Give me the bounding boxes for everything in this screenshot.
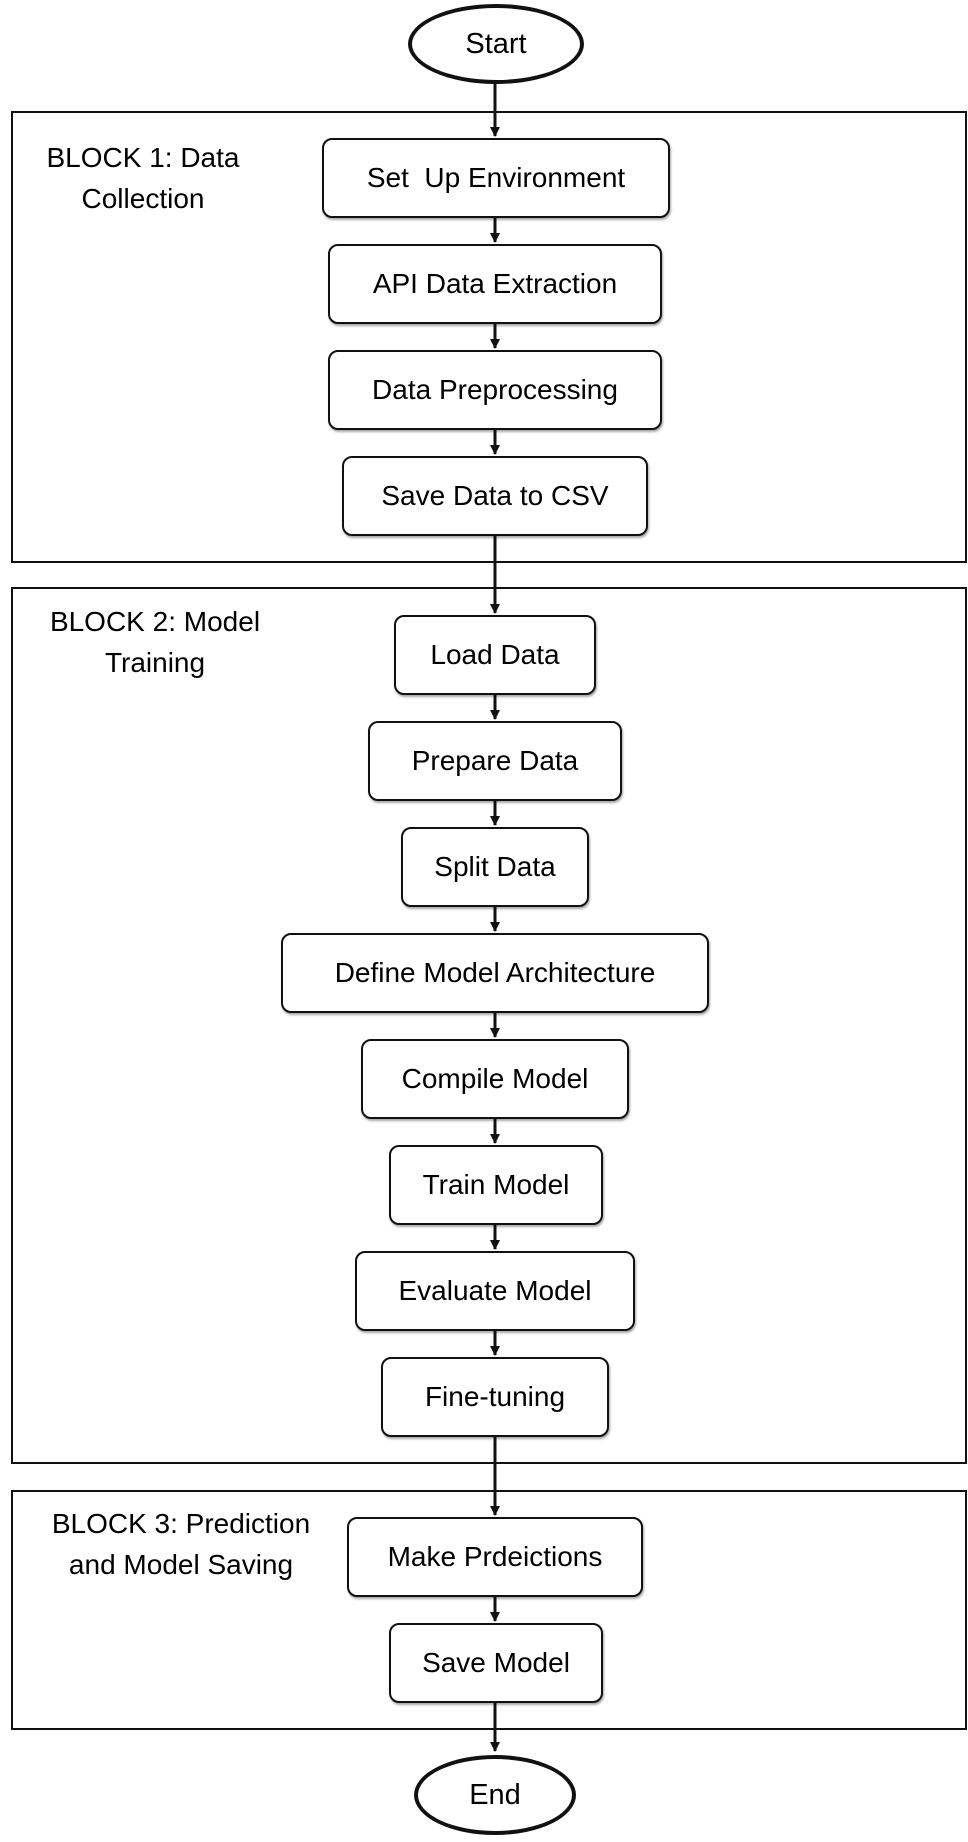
step-train-model: Train Model bbox=[389, 1145, 603, 1225]
step-label: Save Model bbox=[422, 1647, 570, 1678]
step-label: API Data Extraction bbox=[372, 268, 618, 299]
step-label: Compile Model bbox=[401, 1063, 589, 1094]
end-terminal: End bbox=[414, 1755, 576, 1835]
step-make-predictions: Make Prdeictions bbox=[347, 1517, 643, 1597]
block-3-title: BLOCK 3: Prediction and Model Saving bbox=[51, 1508, 311, 1580]
block-model-training bbox=[11, 587, 967, 1464]
step-save-data-to-csv: Save Data to CSV bbox=[342, 456, 648, 536]
step-save-model: Save Model bbox=[389, 1623, 603, 1703]
step-compile-model: Compile Model bbox=[361, 1039, 629, 1119]
start-terminal: Start bbox=[408, 4, 584, 84]
step-split-data: Split Data bbox=[401, 827, 589, 907]
step-fine-tuning: Fine-tuning bbox=[381, 1357, 609, 1437]
step-set-up-environment: Set Up Environment bbox=[322, 138, 670, 218]
end-label: End bbox=[469, 1778, 521, 1811]
step-data-preprocessing: Data Preprocessing bbox=[328, 350, 662, 430]
step-label: Train Model bbox=[422, 1169, 570, 1200]
step-define-model-architecture: Define Model Architecture bbox=[281, 933, 709, 1013]
step-evaluate-model: Evaluate Model bbox=[355, 1251, 635, 1331]
step-label: Load Data bbox=[430, 639, 560, 670]
step-label: Fine-tuning bbox=[424, 1381, 566, 1412]
step-load-data: Load Data bbox=[394, 615, 596, 695]
step-label: Set Up Environment bbox=[366, 162, 626, 193]
step-label: Evaluate Model bbox=[398, 1275, 592, 1306]
step-label: Prepare Data bbox=[411, 745, 579, 776]
step-label: Data Preprocessing bbox=[372, 374, 618, 405]
start-label: Start bbox=[465, 27, 527, 60]
step-label: Split Data bbox=[434, 851, 556, 882]
block-2-title: BLOCK 2: Model Training bbox=[49, 606, 261, 678]
step-api-data-extraction: API Data Extraction bbox=[328, 244, 662, 324]
step-label: Define Model Architecture bbox=[334, 957, 656, 988]
step-label: Make Prdeictions bbox=[387, 1541, 603, 1572]
block-1-title: BLOCK 1: Data Collection bbox=[46, 142, 240, 214]
step-prepare-data: Prepare Data bbox=[368, 721, 622, 801]
step-label: Save Data to CSV bbox=[381, 480, 609, 511]
